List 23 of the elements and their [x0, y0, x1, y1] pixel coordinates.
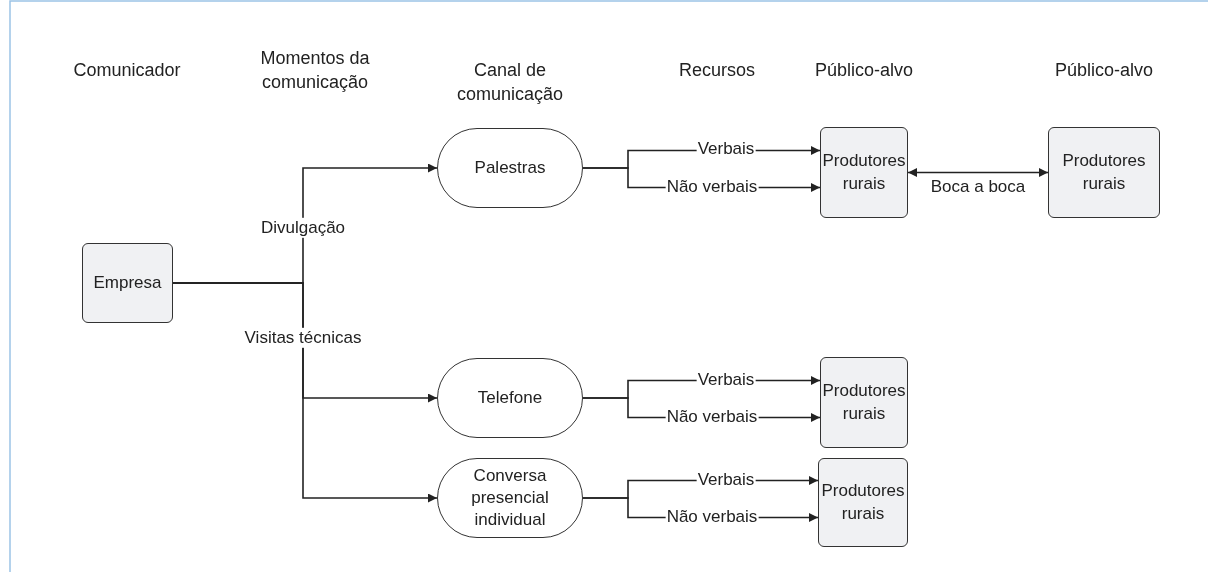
- edge-label: Visitas técnicas: [243, 327, 363, 349]
- column-heading: Momentos da comunicação: [259, 47, 371, 95]
- node-label: Produtores rurais: [820, 480, 906, 525]
- node-label: Empresa: [92, 271, 163, 294]
- connector-arrow: [172, 282, 438, 503]
- node-label: Produtores rurais: [1061, 150, 1147, 195]
- connector-arrow: [907, 168, 1049, 177]
- entity-box: [818, 458, 908, 547]
- column-heading: Público-alvo: [814, 59, 914, 82]
- entity-box: [820, 127, 908, 218]
- column-heading: Recursos: [679, 59, 755, 82]
- column-heading: Canal de comunicação: [455, 59, 565, 107]
- node-label: Telefone: [476, 386, 544, 409]
- node-label: Conversa presencial individual: [470, 464, 550, 532]
- node-label: Palestras: [473, 156, 547, 179]
- entity-box: [1048, 127, 1160, 218]
- column-heading: Público-alvo: [1054, 59, 1154, 82]
- column-heading: Comunicador: [73, 59, 181, 82]
- entity-box: [820, 357, 908, 448]
- edge-label: Divulgação: [259, 217, 347, 239]
- entity-box: [82, 243, 173, 323]
- node-label: Produtores rurais: [821, 380, 907, 425]
- node-label: Produtores rurais: [821, 150, 907, 195]
